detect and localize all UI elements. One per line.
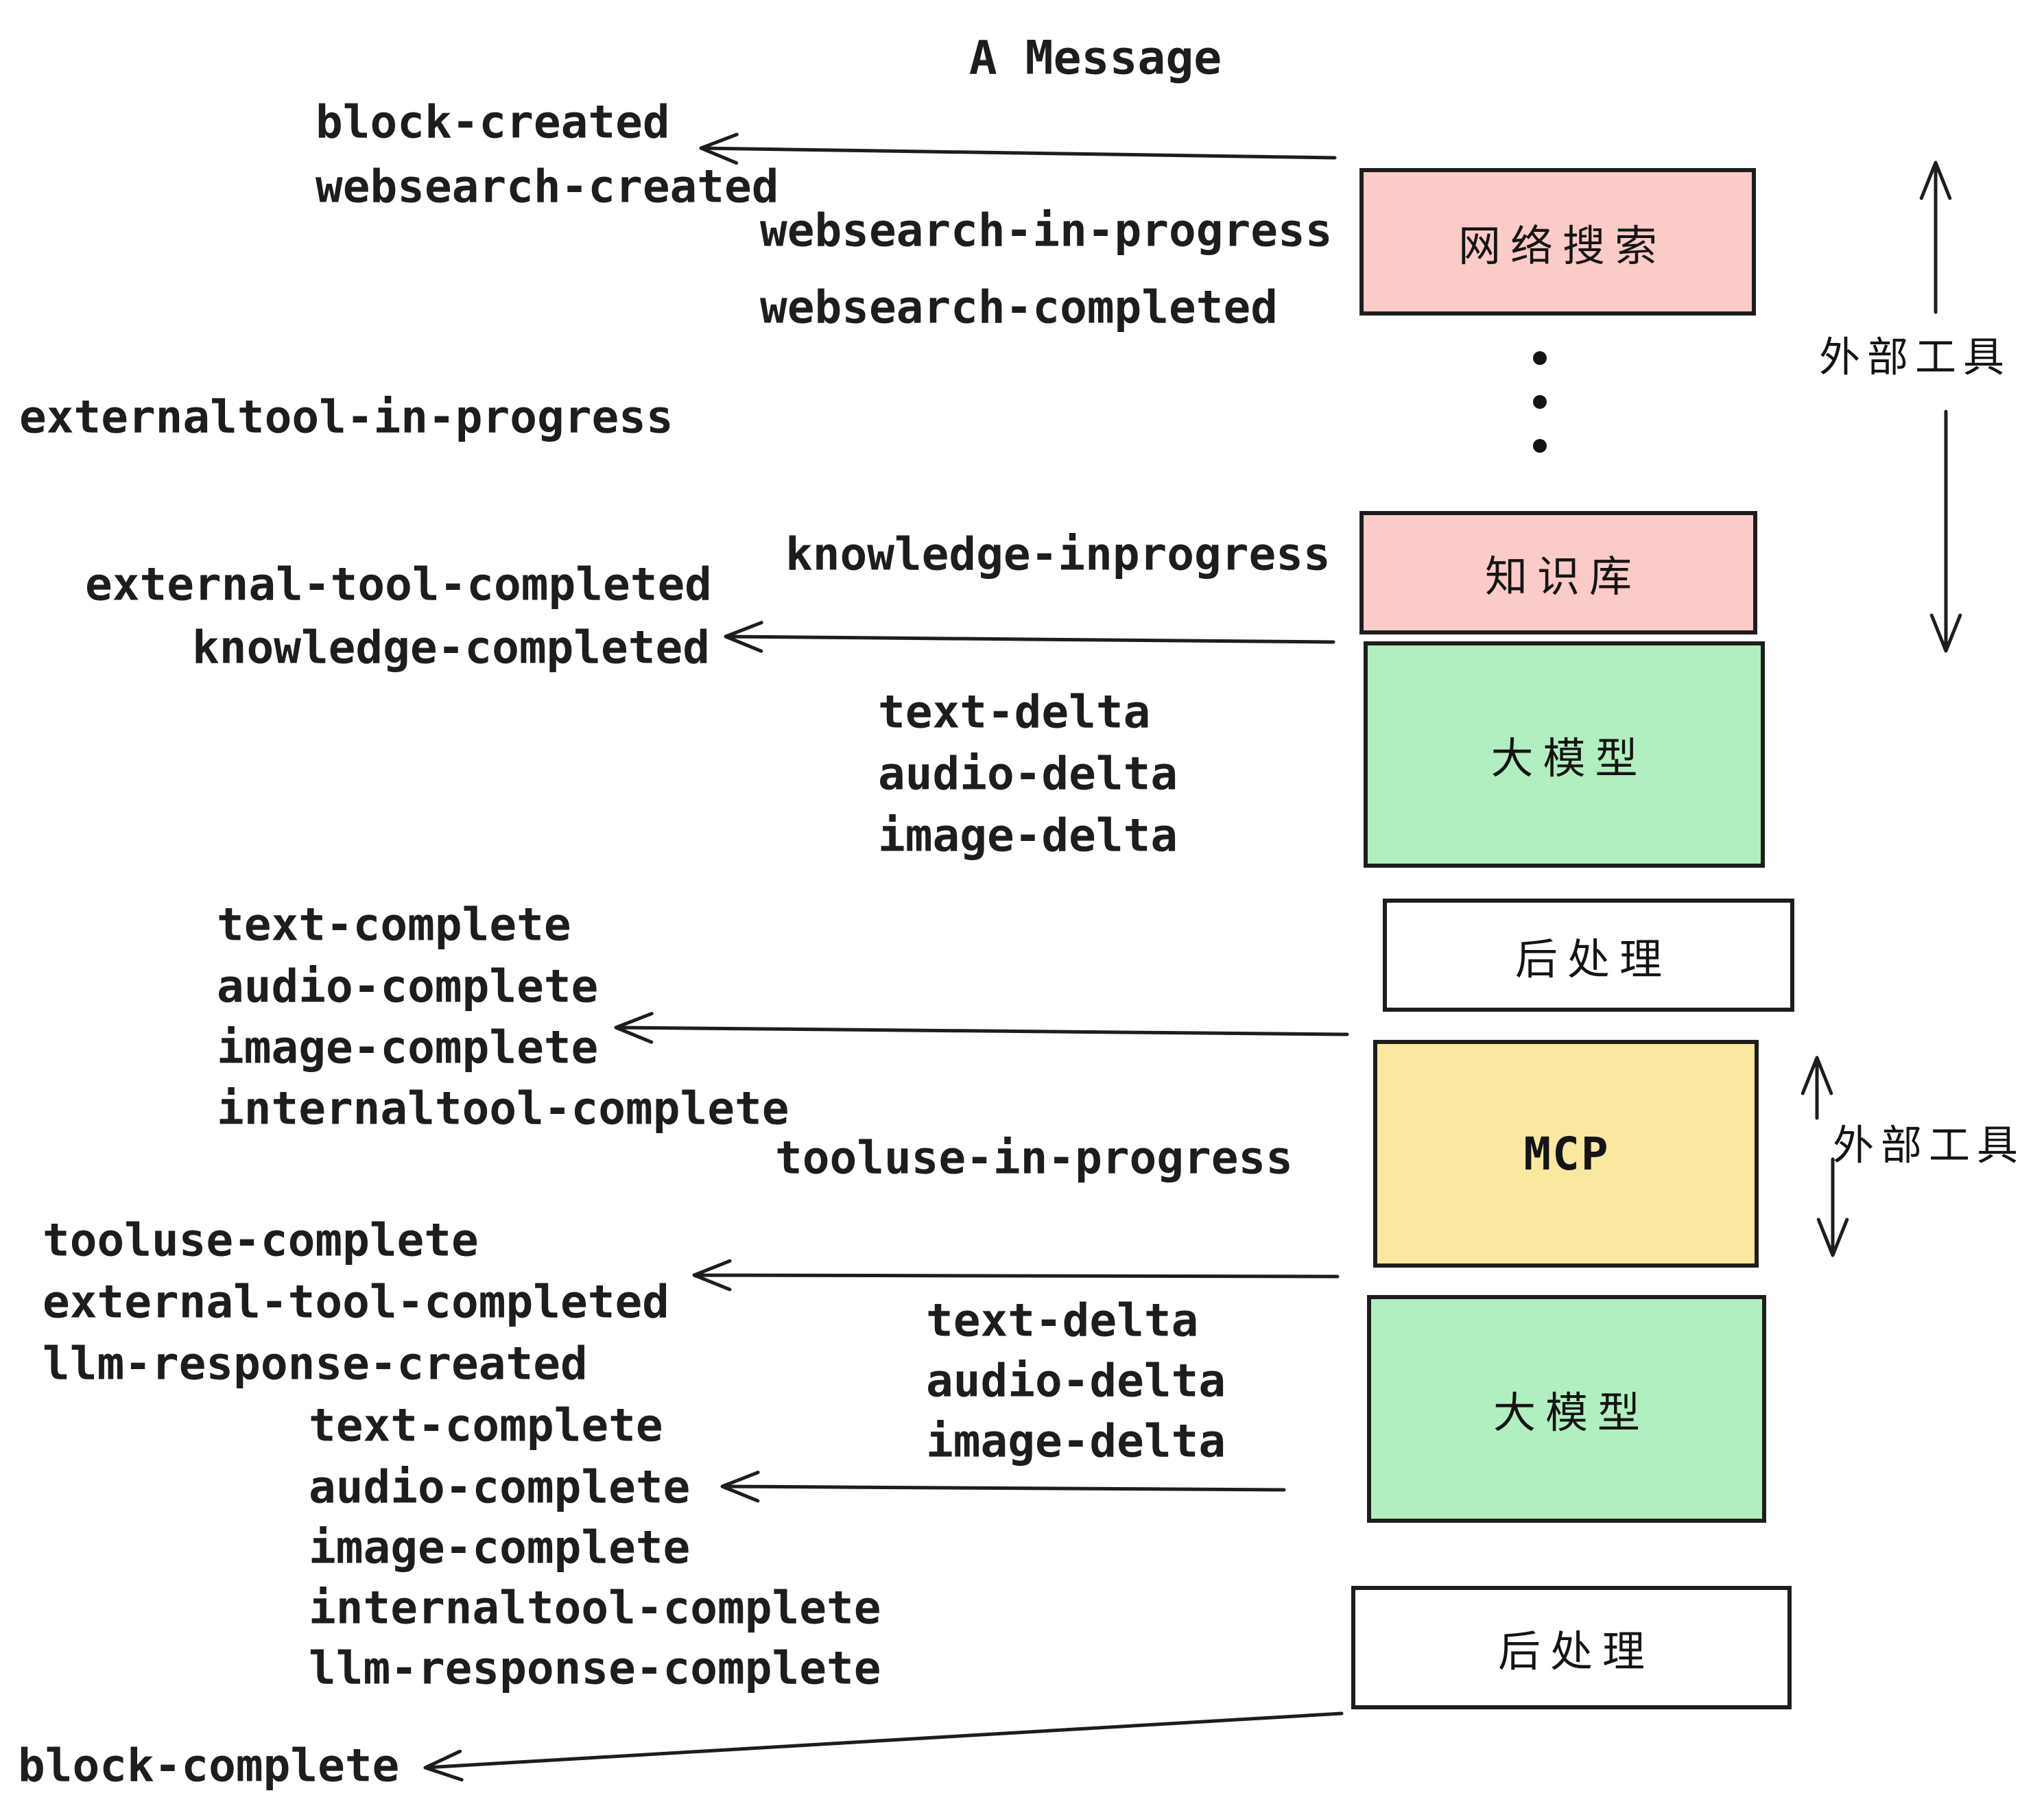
event-label-websearch-completed-3: websearch-completed xyxy=(760,281,1278,334)
event-label-knowledge-completed-7: knowledge-completed xyxy=(192,621,710,674)
event-label-block-complete-27: block-complete xyxy=(18,1739,400,1792)
event-label-image-complete-13: image-complete xyxy=(217,1021,599,1074)
event-label-external-tool-completed-6: external-tool-completed xyxy=(85,558,712,611)
box-postprocess-2: 后处理 xyxy=(1351,1586,1792,1709)
side-label-external-tools-2: 外部工具 xyxy=(1833,1122,2025,1169)
arrow-external-tools-1-up xyxy=(1919,161,1952,314)
event-label-knowledge-inprogress-5: knowledge-inprogress xyxy=(785,527,1331,581)
event-label-block-created-0: block-created xyxy=(316,95,670,149)
ellipsis-dot-2 xyxy=(1533,395,1547,409)
arrow-tooluse-complete xyxy=(692,1259,1340,1292)
event-label-audio-complete-23: audio-complete xyxy=(309,1460,691,1514)
event-label-text-delta-8: text-delta xyxy=(878,685,1151,739)
ellipsis-dot-1 xyxy=(1533,351,1547,365)
event-label-text-complete-21: text-complete xyxy=(309,1399,663,1452)
box-label-postprocess-1: 后处理 xyxy=(1514,936,1672,984)
arrow-external-tools-2-up xyxy=(1801,1056,1833,1120)
box-label-postprocess-2: 后处理 xyxy=(1497,1628,1654,1676)
event-label-tooluse-in-progress-15: tooluse-in-progress xyxy=(775,1131,1293,1185)
event-label-internaltool-complete-14: internaltool-complete xyxy=(217,1082,789,1135)
arrow-block-complete xyxy=(423,1711,1344,1782)
box-mcp: MCP xyxy=(1373,1040,1759,1268)
event-label-externaltool-in-progress-4: externaltool-in-progress xyxy=(19,390,674,444)
event-label-llm-response-created-18: llm-response-created xyxy=(43,1337,588,1390)
event-label-audio-complete-12: audio-complete xyxy=(217,960,599,1013)
diagram-title: A Message xyxy=(968,31,1222,86)
box-websearch: 网络搜索 xyxy=(1359,168,1756,316)
box-label-knowledge: 知识库 xyxy=(1484,554,1641,601)
box-llm-1: 大模型 xyxy=(1364,641,1765,868)
event-label-image-complete-24: image-complete xyxy=(309,1521,691,1574)
arrow-knowledge-completed xyxy=(724,621,1335,653)
box-label-llm-1: 大模型 xyxy=(1490,735,1648,783)
event-label-image-delta-10: image-delta xyxy=(878,809,1178,862)
box-label-mcp: MCP xyxy=(1523,1127,1610,1180)
event-label-tooluse-complete-16: tooluse-complete xyxy=(43,1213,479,1267)
ellipsis-dot-3 xyxy=(1533,439,1547,453)
event-label-websearch-created-1: websearch-created xyxy=(316,160,779,213)
event-label-text-delta-19: text-delta xyxy=(926,1294,1199,1347)
box-knowledge: 知识库 xyxy=(1359,511,1757,634)
event-label-audio-delta-20: audio-delta xyxy=(926,1354,1226,1408)
event-label-audio-delta-9: audio-delta xyxy=(878,747,1178,800)
box-label-llm-2: 大模型 xyxy=(1493,1390,1650,1437)
event-label-external-tool-completed-17: external-tool-completed xyxy=(43,1275,669,1329)
box-label-websearch: 网络搜索 xyxy=(1458,222,1667,270)
arrow-external-tools-2-down xyxy=(1816,1157,1849,1257)
arrow-audio-complete xyxy=(720,1471,1286,1503)
event-label-internaltool-complete-25: internaltool-complete xyxy=(309,1581,881,1635)
arrow-image-complete xyxy=(614,1012,1349,1044)
side-label-external-tools-1: 外部工具 xyxy=(1819,334,2011,381)
event-label-text-complete-11: text-complete xyxy=(217,898,571,951)
event-label-websearch-in-progress-2: websearch-in-progress xyxy=(760,204,1333,257)
event-label-image-delta-22: image-delta xyxy=(926,1414,1226,1468)
arrow-external-tools-1-down xyxy=(1929,410,1962,653)
event-label-llm-response-complete-26: llm-response-complete xyxy=(309,1641,881,1695)
box-postprocess-1: 后处理 xyxy=(1383,899,1794,1012)
arrow-websearch-created xyxy=(699,132,1337,165)
box-llm-2: 大模型 xyxy=(1367,1295,1766,1523)
